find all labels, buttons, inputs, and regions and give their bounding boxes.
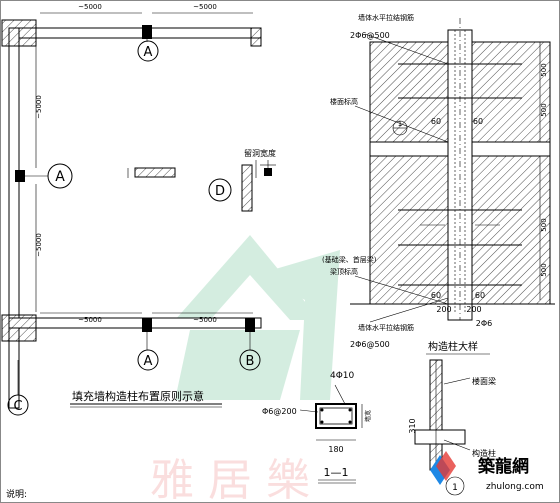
brand-cn: 築龍網 [477, 456, 529, 477]
dim-60-a: 60 [431, 117, 441, 126]
corner-block-bottom-left [1, 314, 37, 342]
dim-side-upper: ~5000 [35, 95, 43, 119]
marker-A-left: A [47, 163, 73, 189]
detail-beam-label: 楼面梁 [472, 376, 496, 386]
brand-badge: 築龍網 zhulong.com [430, 451, 544, 492]
dim-60-c: 60 [431, 291, 441, 300]
svg-text:D: D [215, 184, 225, 199]
dim-bottom-left: ~5000 [78, 316, 102, 324]
column-top [142, 25, 152, 39]
marker-D-detail: D [208, 178, 232, 202]
beam-top-label: 梁顶标高 [330, 267, 358, 276]
tie-label-top: 墙体水平拉结钢筋 [358, 13, 414, 22]
dim-top-right: ~5000 [193, 3, 217, 11]
dim-200-a: 200 [436, 305, 451, 314]
dim-2phi6: 2Φ6 [476, 319, 492, 328]
dim-60-d: 60 [475, 291, 485, 300]
marker-A-bottom: A [137, 349, 159, 371]
svg-text:1: 1 [398, 120, 402, 128]
section-cut-marker: 1 [392, 120, 408, 136]
tie-spec-top: 2Φ6@500 [350, 31, 390, 40]
svg-text:A: A [144, 354, 153, 369]
floor-level-label: 楼面标高 [330, 97, 358, 106]
tie-label-bottom: 墙体水平拉结钢筋 [358, 323, 414, 332]
partition-wall [134, 167, 176, 178]
footer-note: 说明: [6, 488, 27, 500]
dim-200-b: 200 [466, 305, 481, 314]
dim-500-c: 500 [540, 218, 548, 231]
dim-500-b: 500 [540, 103, 548, 116]
watermark-logo: 雅 居 樂 [150, 235, 340, 503]
floor-plan [1, 12, 276, 409]
detail-310-label: 310 [408, 418, 417, 433]
dim-500-a: 500 [540, 63, 548, 76]
section-rebar-label: 4Φ10 [330, 371, 355, 381]
watermark-text: 雅 居 樂 [150, 455, 310, 503]
svg-text:A: A [55, 169, 65, 185]
dim-500-d: 500 [540, 263, 548, 276]
marker-B-bottom: B [239, 349, 261, 371]
marker-C-corner: C [7, 394, 29, 416]
svg-text:B: B [246, 354, 255, 369]
column-left [15, 170, 25, 182]
svg-text:A: A [144, 45, 153, 60]
wall-elevation [350, 18, 555, 323]
plan-title: 填充墙构造柱布置原则示意 [72, 389, 204, 403]
beam-label: (基础梁、首层梁) [322, 255, 377, 264]
dim-top-left: ~5000 [78, 3, 102, 11]
detail-title: 构造柱大样 [428, 340, 478, 353]
brand-url: zhulong.com [486, 482, 544, 492]
corner-block-top-left [1, 19, 37, 47]
column-detail-drawing [414, 359, 471, 471]
detail-wall-D [241, 164, 253, 212]
column-bottom-mid [142, 318, 152, 332]
svg-text:1: 1 [452, 483, 458, 493]
tie-spec-bottom: 2Φ6@500 [350, 340, 390, 349]
dim-60-b: 60 [473, 117, 483, 126]
detail-column-label: 构造柱 [472, 448, 496, 458]
section-title: 1—1 [324, 466, 349, 479]
detail-marker: 1 [445, 476, 465, 496]
dim-side-lower: ~5000 [35, 233, 43, 257]
opening-width-label: 留洞宽度 [244, 148, 276, 158]
section-wall-label: 墙宽 [364, 410, 372, 422]
svg-text:C: C [13, 399, 22, 414]
column-bottom-right [245, 318, 255, 332]
section-width-label: 180 [328, 445, 343, 454]
dim-bottom-right: ~5000 [193, 316, 217, 324]
section-1-1-drawing [299, 384, 363, 441]
section-stirrup-label: Φ6@200 [262, 407, 297, 416]
marker-A-top: A [137, 40, 159, 62]
detail-column-D [264, 168, 272, 176]
